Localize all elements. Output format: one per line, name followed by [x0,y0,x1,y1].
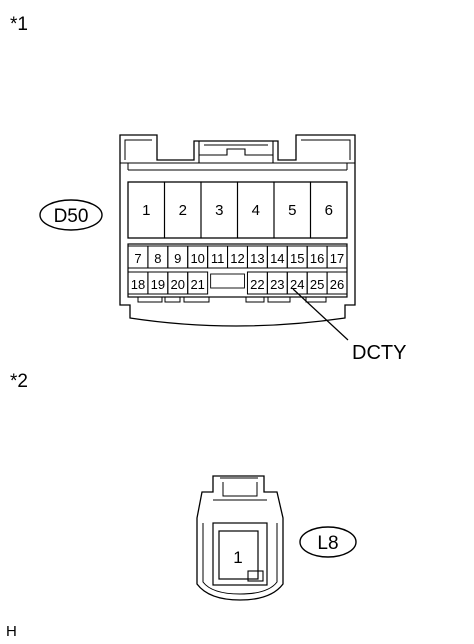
section-1-label: *1 [10,14,28,35]
d50-pin-10-label: 10 [190,251,204,266]
connector-d50-latch [198,141,274,163]
l8-pin-1-label: 1 [233,548,242,567]
d50-pin-14-label: 14 [270,251,284,266]
d50-pin-23-label: 23 [270,277,284,292]
dcty-callout-label: DCTY [352,342,406,364]
d50-pin-12-label: 12 [230,251,244,266]
d50-pin-9-label: 9 [174,251,181,266]
connector-l8-lock-tab [247,570,264,582]
d50-pin-21-cell [187,271,209,295]
d50-tag-text: D50 [54,206,89,227]
d50-pin-20-label: 20 [171,277,185,292]
d50-pin-17-cell [326,245,348,269]
connector-d50-body [119,134,356,327]
connector-l8-pin-1 [218,530,259,580]
d50-key-block [210,273,245,289]
d50-pin-4-label: 4 [252,202,260,219]
d50-pin-25-label: 25 [310,277,324,292]
d50-pin-17-label: 17 [330,251,344,266]
d50-pin-16-label: 16 [310,251,324,266]
d50-pin-13-label: 13 [250,251,264,266]
dcty-leader-line [292,288,349,341]
d50-pin-2-label: 2 [179,202,187,219]
d50-tag-outline [39,199,103,231]
connector-d50-small-pin-frame [127,243,348,298]
d50-pin-6-label: 6 [325,202,333,219]
d50-pin-11-label: 11 [211,251,225,266]
d50-pin-26-cell [326,271,348,295]
l8-tag-text: L8 [317,533,338,554]
d50-pin-24-label: 24 [290,277,304,292]
d50-pin-21-label: 21 [190,277,204,292]
d50-pin-18-label: 18 [131,277,145,292]
d50-pin-6-cell [309,181,348,239]
d50-large-pins: 1 2 3 4 5 6 [127,181,348,239]
d50-pin-7-label: 7 [134,251,141,266]
connector-l8 [196,475,284,601]
d50-pin-22-label: 22 [250,277,264,292]
d50-pin-15-label: 15 [290,251,304,266]
connector-l8-body [196,475,284,601]
d50-pin-1-label: 1 [142,202,150,219]
d50-pin-8-label: 8 [154,251,161,266]
d50-pin-3-label: 3 [215,202,223,219]
d50-pin-19-label: 19 [151,277,165,292]
d50-pin-26-label: 26 [330,277,344,292]
section-2-label: *2 [10,371,28,392]
l8-tag-outline [299,526,357,558]
d50-pin-5-label: 5 [288,202,296,219]
connector-l8-pin-frame [212,522,268,586]
figure-code-label: H [6,623,17,640]
